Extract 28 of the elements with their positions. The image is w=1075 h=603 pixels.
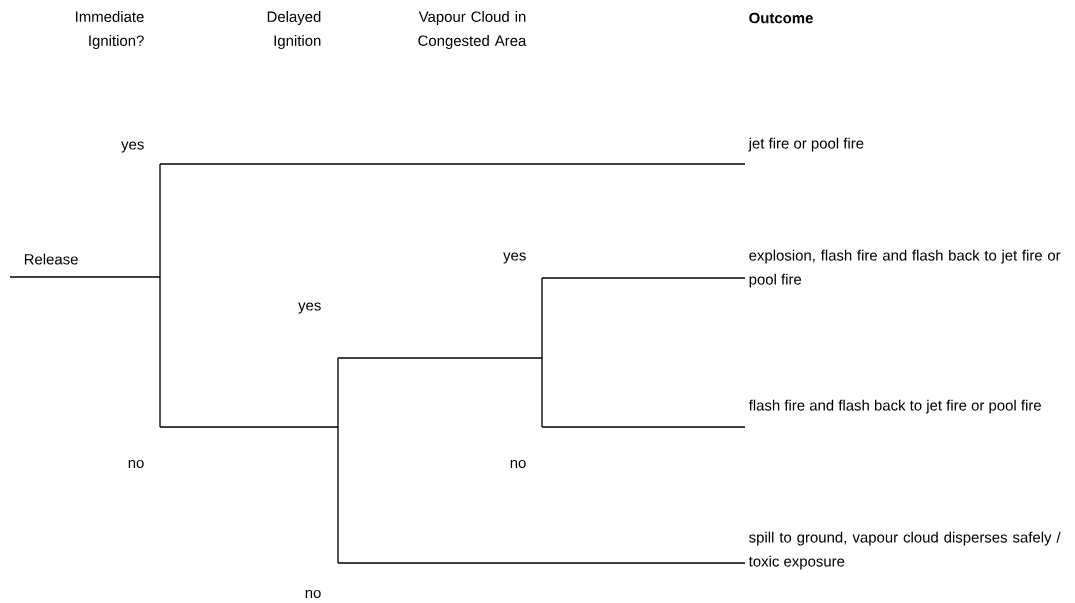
tree-branch bbox=[541, 426, 746, 428]
branch-label: no bbox=[128, 459, 144, 469]
outcome-text: spill to ground, vapour cloud disperses safely / toxic exposure bbox=[748, 531, 1061, 570]
tree-branch bbox=[337, 562, 746, 564]
column-header: Delayed Ignition bbox=[267, 11, 321, 49]
branch-label: yes bbox=[503, 252, 526, 264]
tree-branch bbox=[337, 357, 339, 428]
branch-label: yes bbox=[121, 141, 144, 153]
tree-branch bbox=[541, 357, 543, 428]
column-header: Outcome bbox=[749, 12, 813, 24]
tree-branch bbox=[9, 276, 161, 278]
outcome-text: explosion, flash fire and flash back to jet fire or pool fire bbox=[749, 249, 1061, 288]
tree-branch bbox=[337, 426, 339, 564]
outcome-text: flash fire and flash back to jet fire or pool fire bbox=[748, 399, 1041, 414]
outcome-text: jet fire or pool fire bbox=[748, 137, 864, 152]
tree-branch bbox=[159, 163, 746, 165]
column-header: Immediate Ignition? bbox=[76, 11, 144, 49]
tree-branch bbox=[159, 276, 161, 428]
tree-branch bbox=[541, 277, 543, 359]
column-header: Vapour Cloud in Congested Area bbox=[418, 11, 527, 49]
tree-branch bbox=[337, 357, 543, 359]
start-label: Release bbox=[24, 253, 78, 265]
branch-label: no bbox=[510, 459, 526, 469]
tree-branch bbox=[541, 277, 746, 279]
tree-branch bbox=[159, 426, 339, 428]
branch-label: yes bbox=[298, 302, 321, 314]
branch-label: no bbox=[305, 589, 321, 599]
tree-branch bbox=[159, 163, 161, 278]
